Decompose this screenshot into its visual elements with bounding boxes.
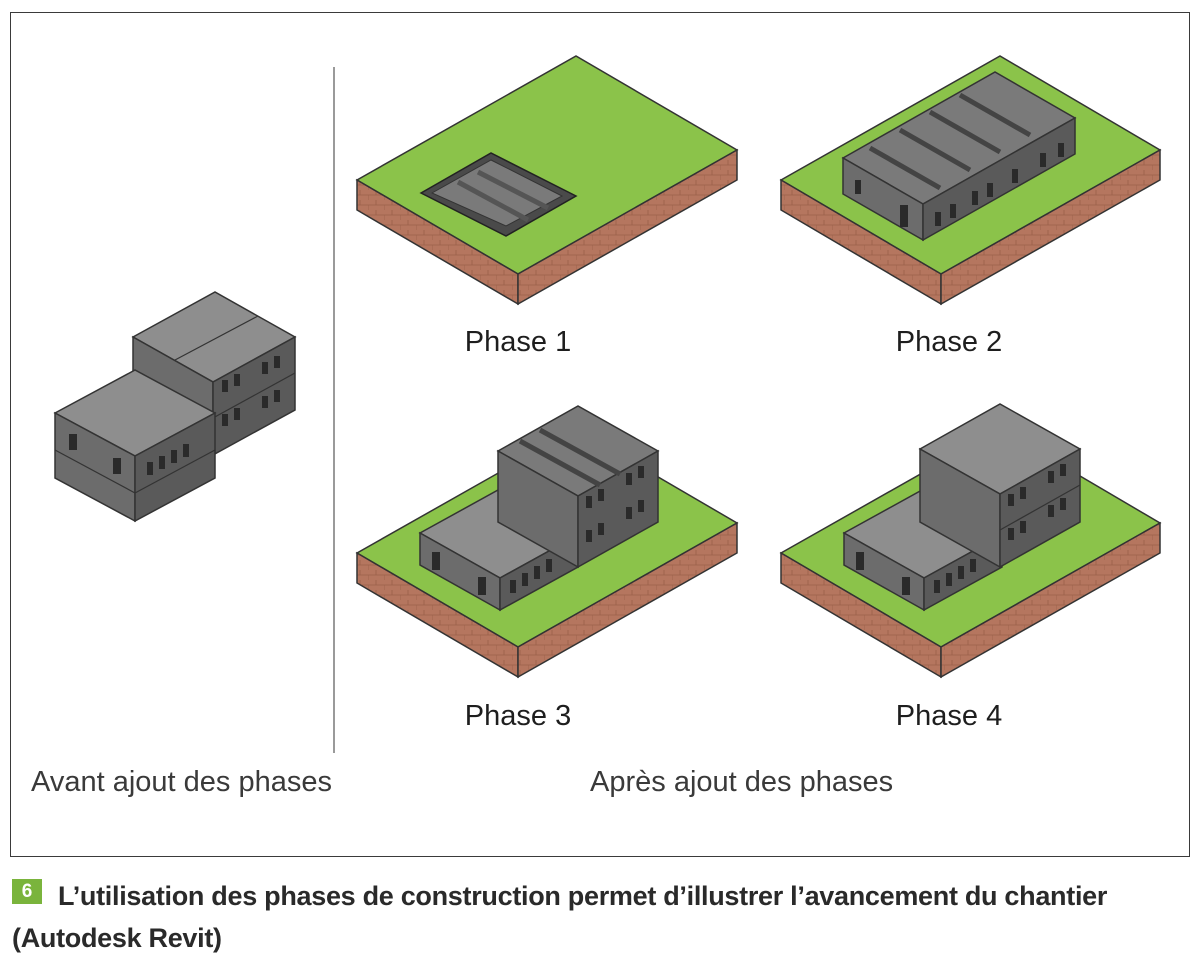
phase-3-illustration xyxy=(355,405,739,679)
after-phases-label: Après ajout des phases xyxy=(590,766,894,798)
phase-2-illustration xyxy=(779,55,1162,306)
figure-frame xyxy=(10,12,1190,857)
phase-1-label: Phase 1 xyxy=(464,326,572,358)
divider-line xyxy=(333,67,335,753)
phase-4-label: Phase 4 xyxy=(895,700,1003,732)
figure-number-badge: 6 xyxy=(12,879,42,904)
phase-4-illustration xyxy=(779,403,1162,679)
phase-3-label: Phase 3 xyxy=(464,700,572,732)
figure-caption: L’utilisation des phases de construction… xyxy=(12,881,1108,953)
building-before xyxy=(53,291,297,523)
phase-1-illustration xyxy=(355,55,739,306)
before-phases-label: Avant ajout des phases xyxy=(31,766,332,798)
phase-2-label: Phase 2 xyxy=(895,326,1003,358)
